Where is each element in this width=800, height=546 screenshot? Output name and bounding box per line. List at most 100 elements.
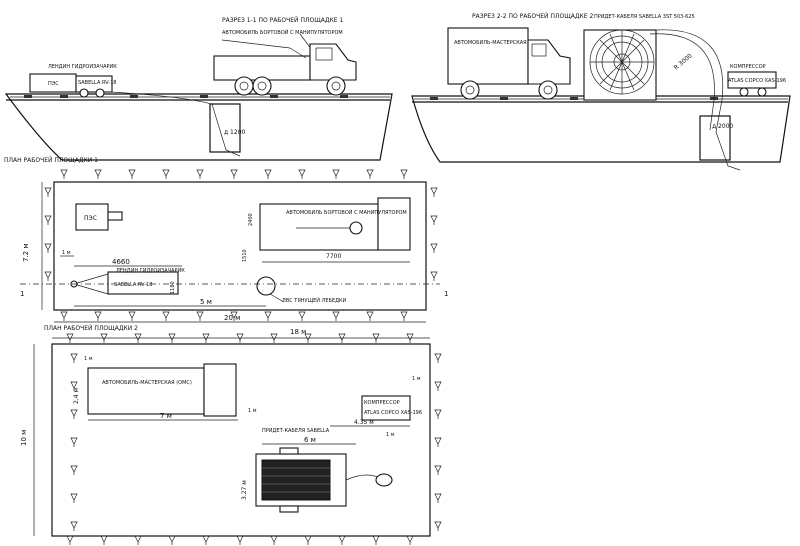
- boundary-marker-icon: [372, 333, 380, 343]
- svg-text:2400: 2400: [248, 213, 254, 226]
- svg-text:1510: 1510: [242, 249, 248, 262]
- boundary-marker-icon: [434, 465, 442, 475]
- cable-reel-plan2: [255, 447, 393, 513]
- svg-text:АВТОМОБИЛЬ-МАСТЕРСКАЯ (ОМС): АВТОМОБИЛЬ-МАСТЕРСКАЯ (ОМС): [102, 380, 192, 386]
- svg-text:2,4 м: 2,4 м: [73, 388, 80, 404]
- boundary-marker-icon: [66, 535, 74, 545]
- boundary-marker-icon: [298, 169, 306, 179]
- boundary-marker-icon: [100, 333, 108, 343]
- flatbed-truck-1: [213, 39, 357, 96]
- svg-text:SABELLA RV-18: SABELLA RV-18: [114, 282, 152, 288]
- boundary-marker-icon: [94, 169, 102, 179]
- section-1-1: РАЗРЕЗ 1-1 ПО РАБОЧЕЙ ПЛОЩАДКЕ 1 АВТОМОБ…: [4, 17, 393, 161]
- workshop-truck-2: АВТОМОБИЛЬ-МАСТЕРСКАЯ (ОМС): [447, 27, 571, 100]
- launch-pit-1: [209, 103, 241, 153]
- boundary-marker-icon: [202, 333, 210, 343]
- svg-text:1 м: 1 м: [62, 250, 71, 256]
- boundary-marker-icon: [162, 169, 170, 179]
- boundary-marker-icon: [236, 333, 244, 343]
- plan-2-title: ПЛАН РАБОЧЕЙ ПЛОЩАДКИ 2: [44, 325, 138, 332]
- boundary-marker-icon: [406, 333, 414, 343]
- radius-dim: R 3000: [673, 52, 694, 71]
- svg-text:7700: 7700: [326, 253, 341, 260]
- svg-text:SABELLA RV-18: SABELLA RV-18: [78, 80, 116, 86]
- svg-text:КОМПРЕССОР: КОМПРЕССОР: [730, 64, 766, 70]
- svg-text:20 м: 20 м: [224, 314, 240, 322]
- svg-text:1 м: 1 м: [84, 356, 93, 362]
- boundary-marker-icon: [128, 169, 136, 179]
- svg-text:7.2 м: 7.2 м: [22, 243, 30, 262]
- boundary-marker-icon: [70, 465, 78, 475]
- boundary-marker-icon: [400, 169, 408, 179]
- boundary-marker-icon: [202, 535, 210, 545]
- boundary-marker-icon: [430, 187, 438, 197]
- svg-text:ЛЕНДИН ГИДРОИЗАЧАРИК: ЛЕНДИН ГИДРОИЗАЧАРИК: [116, 268, 185, 274]
- compressor-plan2: [361, 395, 411, 421]
- truck-plan1: АВТОМОБИЛЬ БОРТОВОЙ С МАНИПУЛЯТОРОМ: [259, 197, 411, 251]
- boundary-marker-icon: [400, 311, 408, 321]
- boundary-marker-icon: [134, 535, 142, 545]
- svg-text:д 2000: д 2000: [712, 123, 734, 130]
- sabella-unit-1: [75, 75, 113, 93]
- barge-hull-1: [4, 93, 393, 161]
- boundary-marker-icon: [230, 311, 238, 321]
- svg-text:10 м: 10 м: [20, 430, 28, 446]
- boundary-marker-icon: [430, 215, 438, 225]
- svg-text:1: 1: [20, 290, 24, 298]
- boundary-marker-icon: [338, 333, 346, 343]
- boundary-marker-icon: [230, 169, 238, 179]
- boundary-marker-icon: [270, 333, 278, 343]
- boundary-marker-icon: [434, 409, 442, 419]
- boundary-marker-icon: [128, 311, 136, 321]
- boundary-marker-icon: [162, 311, 170, 321]
- svg-text:18 м: 18 м: [290, 328, 306, 336]
- boundary-marker-icon: [406, 535, 414, 545]
- boundary-marker-icon: [196, 311, 204, 321]
- svg-text:1: 1: [444, 290, 448, 298]
- boundary-marker-icon: [168, 535, 176, 545]
- boundary-marker-icon: [94, 311, 102, 321]
- boundary-marker-icon: [366, 169, 374, 179]
- svg-text:4.35 м: 4.35 м: [354, 419, 374, 426]
- section-2-title: РАЗРЕЗ 2-2 ПО РАБОЧЕЙ ПЛОЩАДКЕ 2: [472, 13, 594, 20]
- svg-text:3.27 м: 3.27 м: [241, 480, 248, 500]
- boundary-marker-icon: [44, 187, 52, 197]
- plan-1-title: ПЛАН РАБОЧЕЙ ПЛОЩАДКИ 1: [4, 157, 98, 164]
- boundary-marker-icon: [134, 333, 142, 343]
- svg-text:7 м: 7 м: [160, 412, 172, 420]
- svg-text:5 м: 5 м: [200, 298, 212, 306]
- boundary-marker-icon: [332, 311, 340, 321]
- boundary-marker-icon: [70, 493, 78, 503]
- svg-text:ПЭС: ПЭС: [84, 215, 97, 222]
- boundary-marker-icon: [304, 535, 312, 545]
- boundary-marker-icon: [66, 333, 74, 343]
- workshop-truck-plan2: АВТОМОБИЛЬ-МАСТЕРСКАЯ (ОМС): [87, 363, 237, 417]
- boundary-marker-icon: [434, 521, 442, 531]
- launch-pit-2: [699, 115, 731, 161]
- svg-text:АВТОМОБИЛЬ БОРТОВОЙ С МАНИПУЛЯ: АВТОМОБИЛЬ БОРТОВОЙ С МАНИПУЛЯТОРОМ: [286, 209, 407, 216]
- svg-text:ЛВС ТЯНУЩЕЙ ЛЕБЕДКИ: ЛВС ТЯНУЩЕЙ ЛЕБЕДКИ: [282, 297, 347, 304]
- boundary-marker-icon: [60, 169, 68, 179]
- svg-text:КОМПРЕССОР: КОМПРЕССОР: [364, 400, 400, 406]
- svg-text:1 м: 1 м: [412, 376, 421, 382]
- svg-text:д 1200: д 1200: [224, 129, 246, 136]
- boundary-marker-icon: [168, 333, 176, 343]
- svg-text:1180: 1180: [170, 281, 176, 294]
- sabella-plan1: [107, 271, 179, 295]
- boundary-marker-icon: [298, 311, 306, 321]
- svg-text:4660: 4660: [112, 258, 130, 266]
- boundary-marker-icon: [70, 353, 78, 363]
- svg-text:ATLAS COPCO XAS-196: ATLAS COPCO XAS-196: [364, 410, 422, 416]
- boundary-marker-icon: [70, 437, 78, 447]
- winch-plan1: [256, 276, 276, 296]
- svg-text:ЛЕНДИН ГИДРОИЗАЧАРИК: ЛЕНДИН ГИДРОИЗАЧАРИК: [48, 64, 117, 70]
- boundary-marker-icon: [372, 535, 380, 545]
- boundary-marker-icon: [430, 243, 438, 253]
- boundary-marker-icon: [70, 409, 78, 419]
- boundary-marker-icon: [304, 333, 312, 343]
- boundary-marker-icon: [44, 243, 52, 253]
- barge-hull-2: [411, 95, 791, 163]
- ppu-unit-plan1: [75, 203, 109, 231]
- boundary-marker-icon: [366, 311, 374, 321]
- boundary-marker-icon: [70, 381, 78, 391]
